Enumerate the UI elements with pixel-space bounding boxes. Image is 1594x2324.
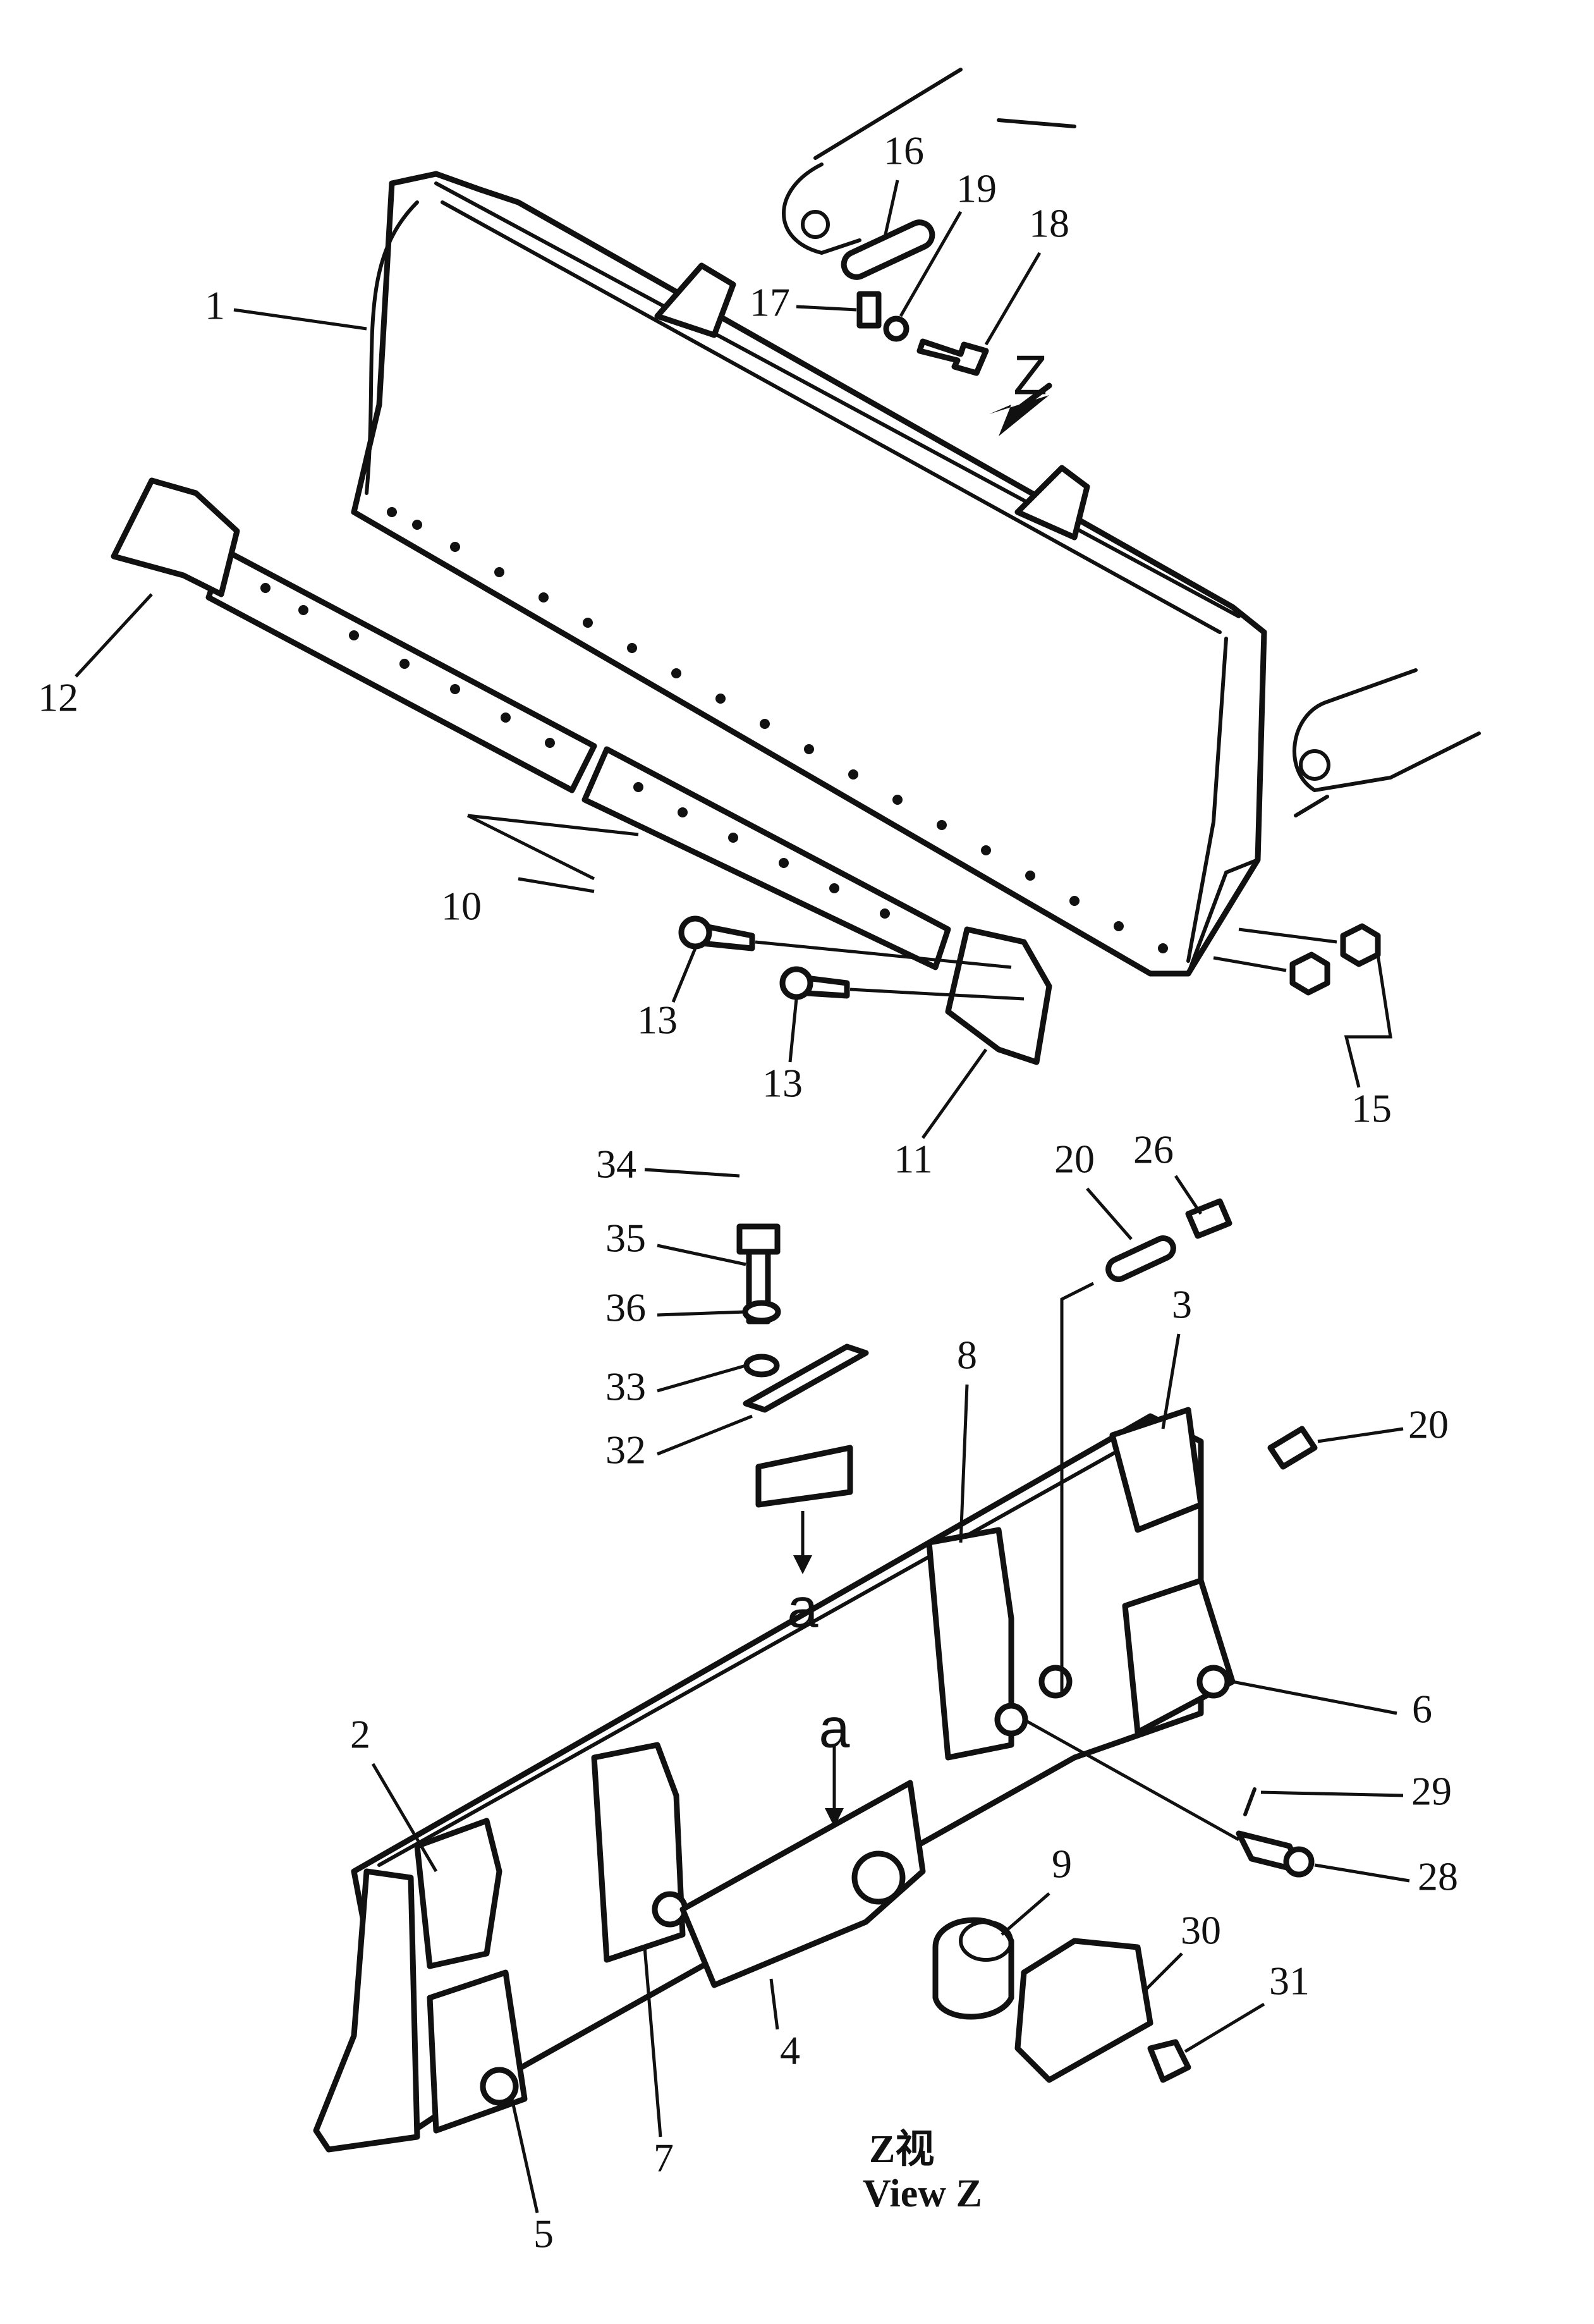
plate-17 [856, 291, 882, 329]
callout-8: 8 [957, 1333, 977, 1378]
view-z-arrow [989, 395, 1049, 436]
caption-line1: Z视 [869, 2127, 934, 2171]
bracket-7 [591, 1742, 686, 1963]
callout-33: 33 [605, 1364, 646, 1409]
push-arm-upper-right [1293, 668, 1481, 817]
cap-30 [1014, 1938, 1153, 2083]
callout-30: 30 [1181, 1908, 1221, 1953]
bracket-8-eye [994, 1703, 1028, 1737]
callout-20: 20 [1408, 1402, 1449, 1447]
callout-15: 15 [1351, 1086, 1392, 1131]
callout-18: 18 [1029, 201, 1069, 246]
callout-34: 34 [596, 1142, 636, 1187]
push-arm-eye-right [1299, 749, 1330, 781]
callout-19: 19 [956, 166, 997, 211]
callout-labels: 1 16 19 17 18 12 10 13 13 11 15 34 35 36… [38, 128, 1458, 2256]
frame-assembly [313, 1407, 1236, 2153]
arm-eye-top [801, 210, 830, 239]
bolt-18 [916, 338, 989, 376]
callout-13a: 13 [637, 998, 678, 1043]
callout-36: 36 [605, 1285, 646, 1330]
callout-28: 28 [1418, 1854, 1458, 1899]
cutting-edge-10 [205, 547, 951, 970]
blade-top-rail [434, 181, 1241, 634]
bracket-8-eye-2 [1038, 1665, 1073, 1699]
callout-17: 17 [750, 280, 790, 325]
callout-7: 7 [654, 2136, 674, 2180]
callout-27: 26 [1133, 1127, 1174, 1172]
bracket-6-eye [1196, 1665, 1231, 1699]
plate-33 [743, 1343, 869, 1413]
pin-26 [1105, 1235, 1176, 1282]
callout-6: 6 [1412, 1687, 1432, 1732]
callout-35: 35 [605, 1216, 646, 1261]
washer-36 [743, 1354, 780, 1378]
bracket-5-eye [480, 2067, 519, 2106]
end-bit-12 [111, 477, 240, 597]
section-marker-lower: a [819, 1696, 850, 1759]
blade-face [351, 171, 1267, 977]
section-marker-upper: a [788, 1576, 818, 1639]
frame-top-edge [377, 1424, 1165, 1867]
pin-28-head [1283, 1846, 1315, 1878]
top-bracket-right [1014, 465, 1090, 541]
blade-right-end [1186, 637, 1260, 975]
callout-5: 5 [533, 2211, 554, 2256]
callout-2: 2 [350, 1712, 370, 1757]
callout-29: 29 [1411, 1769, 1452, 1814]
washer-19 [883, 315, 910, 342]
callout-1: 1 [205, 283, 225, 328]
bolt-13-b-head [779, 966, 813, 1000]
fitting-20 [1267, 1426, 1318, 1470]
callout-31: 31 [1269, 1959, 1310, 2003]
top-bracket-left [654, 262, 736, 338]
nut-15-a [1340, 923, 1381, 967]
push-arm-top [782, 68, 1076, 255]
callout-3: 3 [1172, 1282, 1192, 1327]
nut-15-b [1289, 951, 1330, 996]
bolt-13-a-head [678, 915, 712, 950]
frame-left-end [313, 1868, 420, 2153]
callout-9: 9 [1052, 1842, 1072, 1887]
bracket-6 [1122, 1577, 1236, 1735]
view-z-marker: Z [1013, 343, 1047, 406]
bracket-8 [926, 1527, 1014, 1761]
callout-10: 10 [441, 884, 482, 929]
bushing-9 [932, 1917, 1014, 2020]
blade-bolt-holes [387, 507, 1168, 953]
pin-29 [1243, 1787, 1256, 1816]
callout-12: 12 [38, 675, 78, 720]
caption-line2: View Z [863, 2172, 982, 2215]
blade-assembly [351, 171, 1267, 977]
bracket-2 [414, 1818, 502, 1969]
callout-26: 20 [1054, 1137, 1095, 1182]
view-z-arrow-shaft [1008, 382, 1052, 417]
bracket-5 [427, 1969, 528, 2134]
callout-32: 32 [605, 1428, 646, 1472]
bracket-3 [1109, 1407, 1204, 1533]
callout-13b: 13 [762, 1061, 803, 1106]
pin-16 [841, 219, 935, 280]
fitting-31 [1147, 2039, 1191, 2083]
bolt-34-head [736, 1223, 781, 1255]
trunnion-4-bore [851, 1850, 906, 1905]
washer-35 [742, 1300, 781, 1324]
blade-left-end [365, 200, 419, 495]
callout-4: 4 [780, 2028, 800, 2073]
callout-16: 16 [884, 128, 924, 173]
callout-11: 11 [894, 1137, 933, 1182]
shim-32 [755, 1445, 853, 1508]
